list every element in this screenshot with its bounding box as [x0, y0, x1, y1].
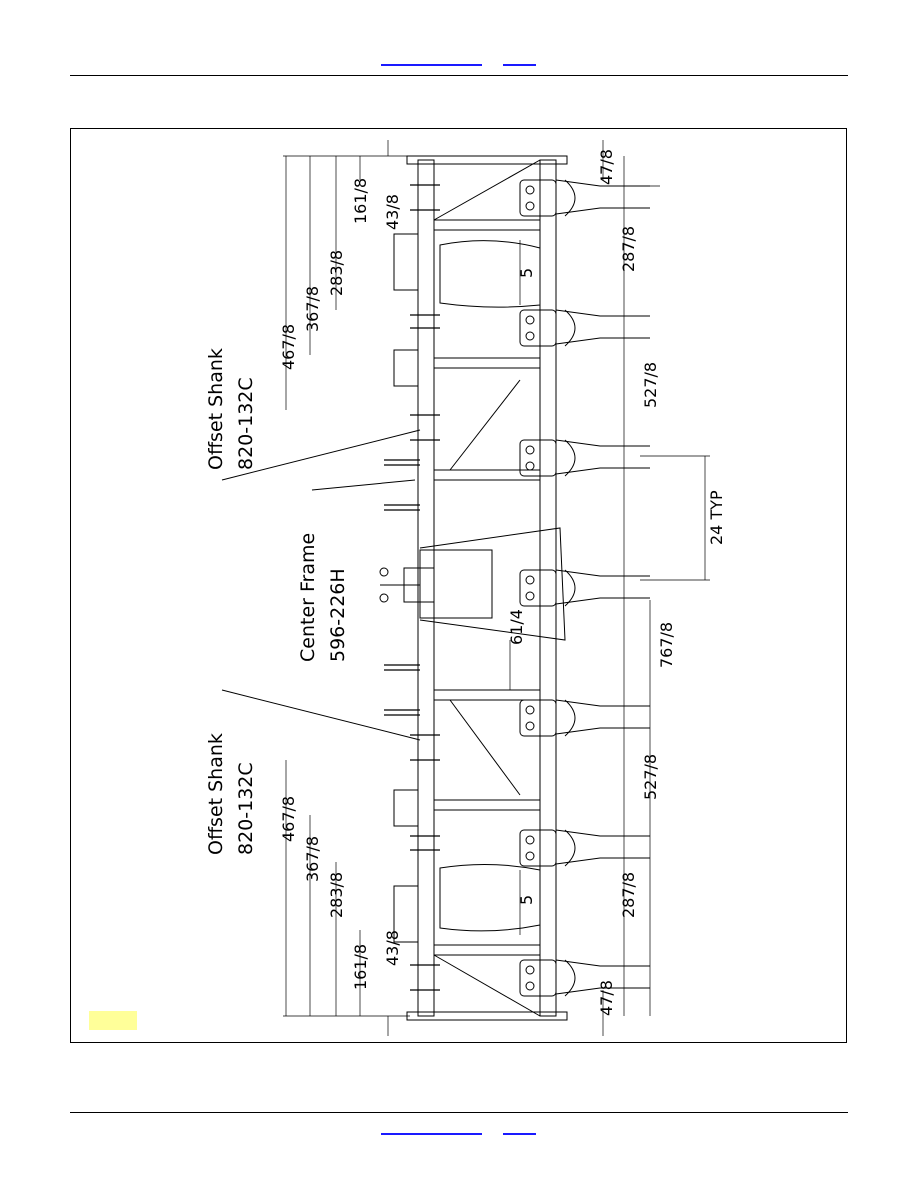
header-link-2[interactable]	[503, 64, 536, 66]
offset-shank-bottom-line2: 820-132C	[235, 762, 257, 855]
dim-46-7-8-bottom: 467/8	[279, 796, 298, 842]
dim-52-7-8-right-top: 527/8	[641, 362, 660, 408]
offset-shank-top-line2: 820-132C	[235, 377, 257, 470]
center-frame-line1: Center Frame	[297, 533, 319, 662]
dim-28-7-8-right-bottom: 287/8	[619, 872, 638, 918]
dim-28-3-8-bottom: 283/8	[327, 872, 346, 918]
dim-46-7-8-top: 467/8	[279, 324, 298, 370]
footer-link-2[interactable]	[503, 1133, 536, 1135]
dim-5-top: 5	[517, 268, 536, 278]
center-frame-line2: 596-226H	[327, 568, 349, 662]
dim-6-1-4: 61/4	[507, 609, 526, 645]
dim-4-7-8-right-top: 47/8	[597, 149, 616, 185]
dim-16-1-8-top: 161/8	[351, 178, 370, 224]
dim-16-1-8-bottom: 161/8	[351, 944, 370, 990]
dim-28-7-8-right-top: 287/8	[619, 226, 638, 272]
header-rule	[70, 75, 848, 76]
dim-24-typ: 24 TYP	[707, 490, 726, 545]
offset-shank-top-line1: Offset Shank	[205, 348, 227, 470]
dim-5-bottom: 5	[517, 895, 536, 905]
dim-36-7-8-bottom: 367/8	[303, 836, 322, 882]
dim-36-7-8-top: 367/8	[303, 286, 322, 332]
dim-28-3-8-top: 283/8	[327, 250, 346, 296]
header-link-1[interactable]	[381, 64, 482, 66]
dim-4-7-8-right-bottom: 47/8	[597, 980, 616, 1016]
highlight-tag	[89, 1011, 137, 1030]
dim-76-7-8: 767/8	[657, 622, 676, 668]
dim-4-3-8-bottom: 43/8	[383, 930, 402, 966]
offset-shank-bottom-line1: Offset Shank	[205, 733, 227, 855]
dim-52-7-8-right-bottom: 527/8	[641, 754, 660, 800]
footer-rule	[70, 1112, 848, 1113]
dim-4-3-8-top: 43/8	[383, 194, 402, 230]
drawing-frame	[70, 128, 847, 1043]
footer-link-1[interactable]	[381, 1133, 482, 1135]
